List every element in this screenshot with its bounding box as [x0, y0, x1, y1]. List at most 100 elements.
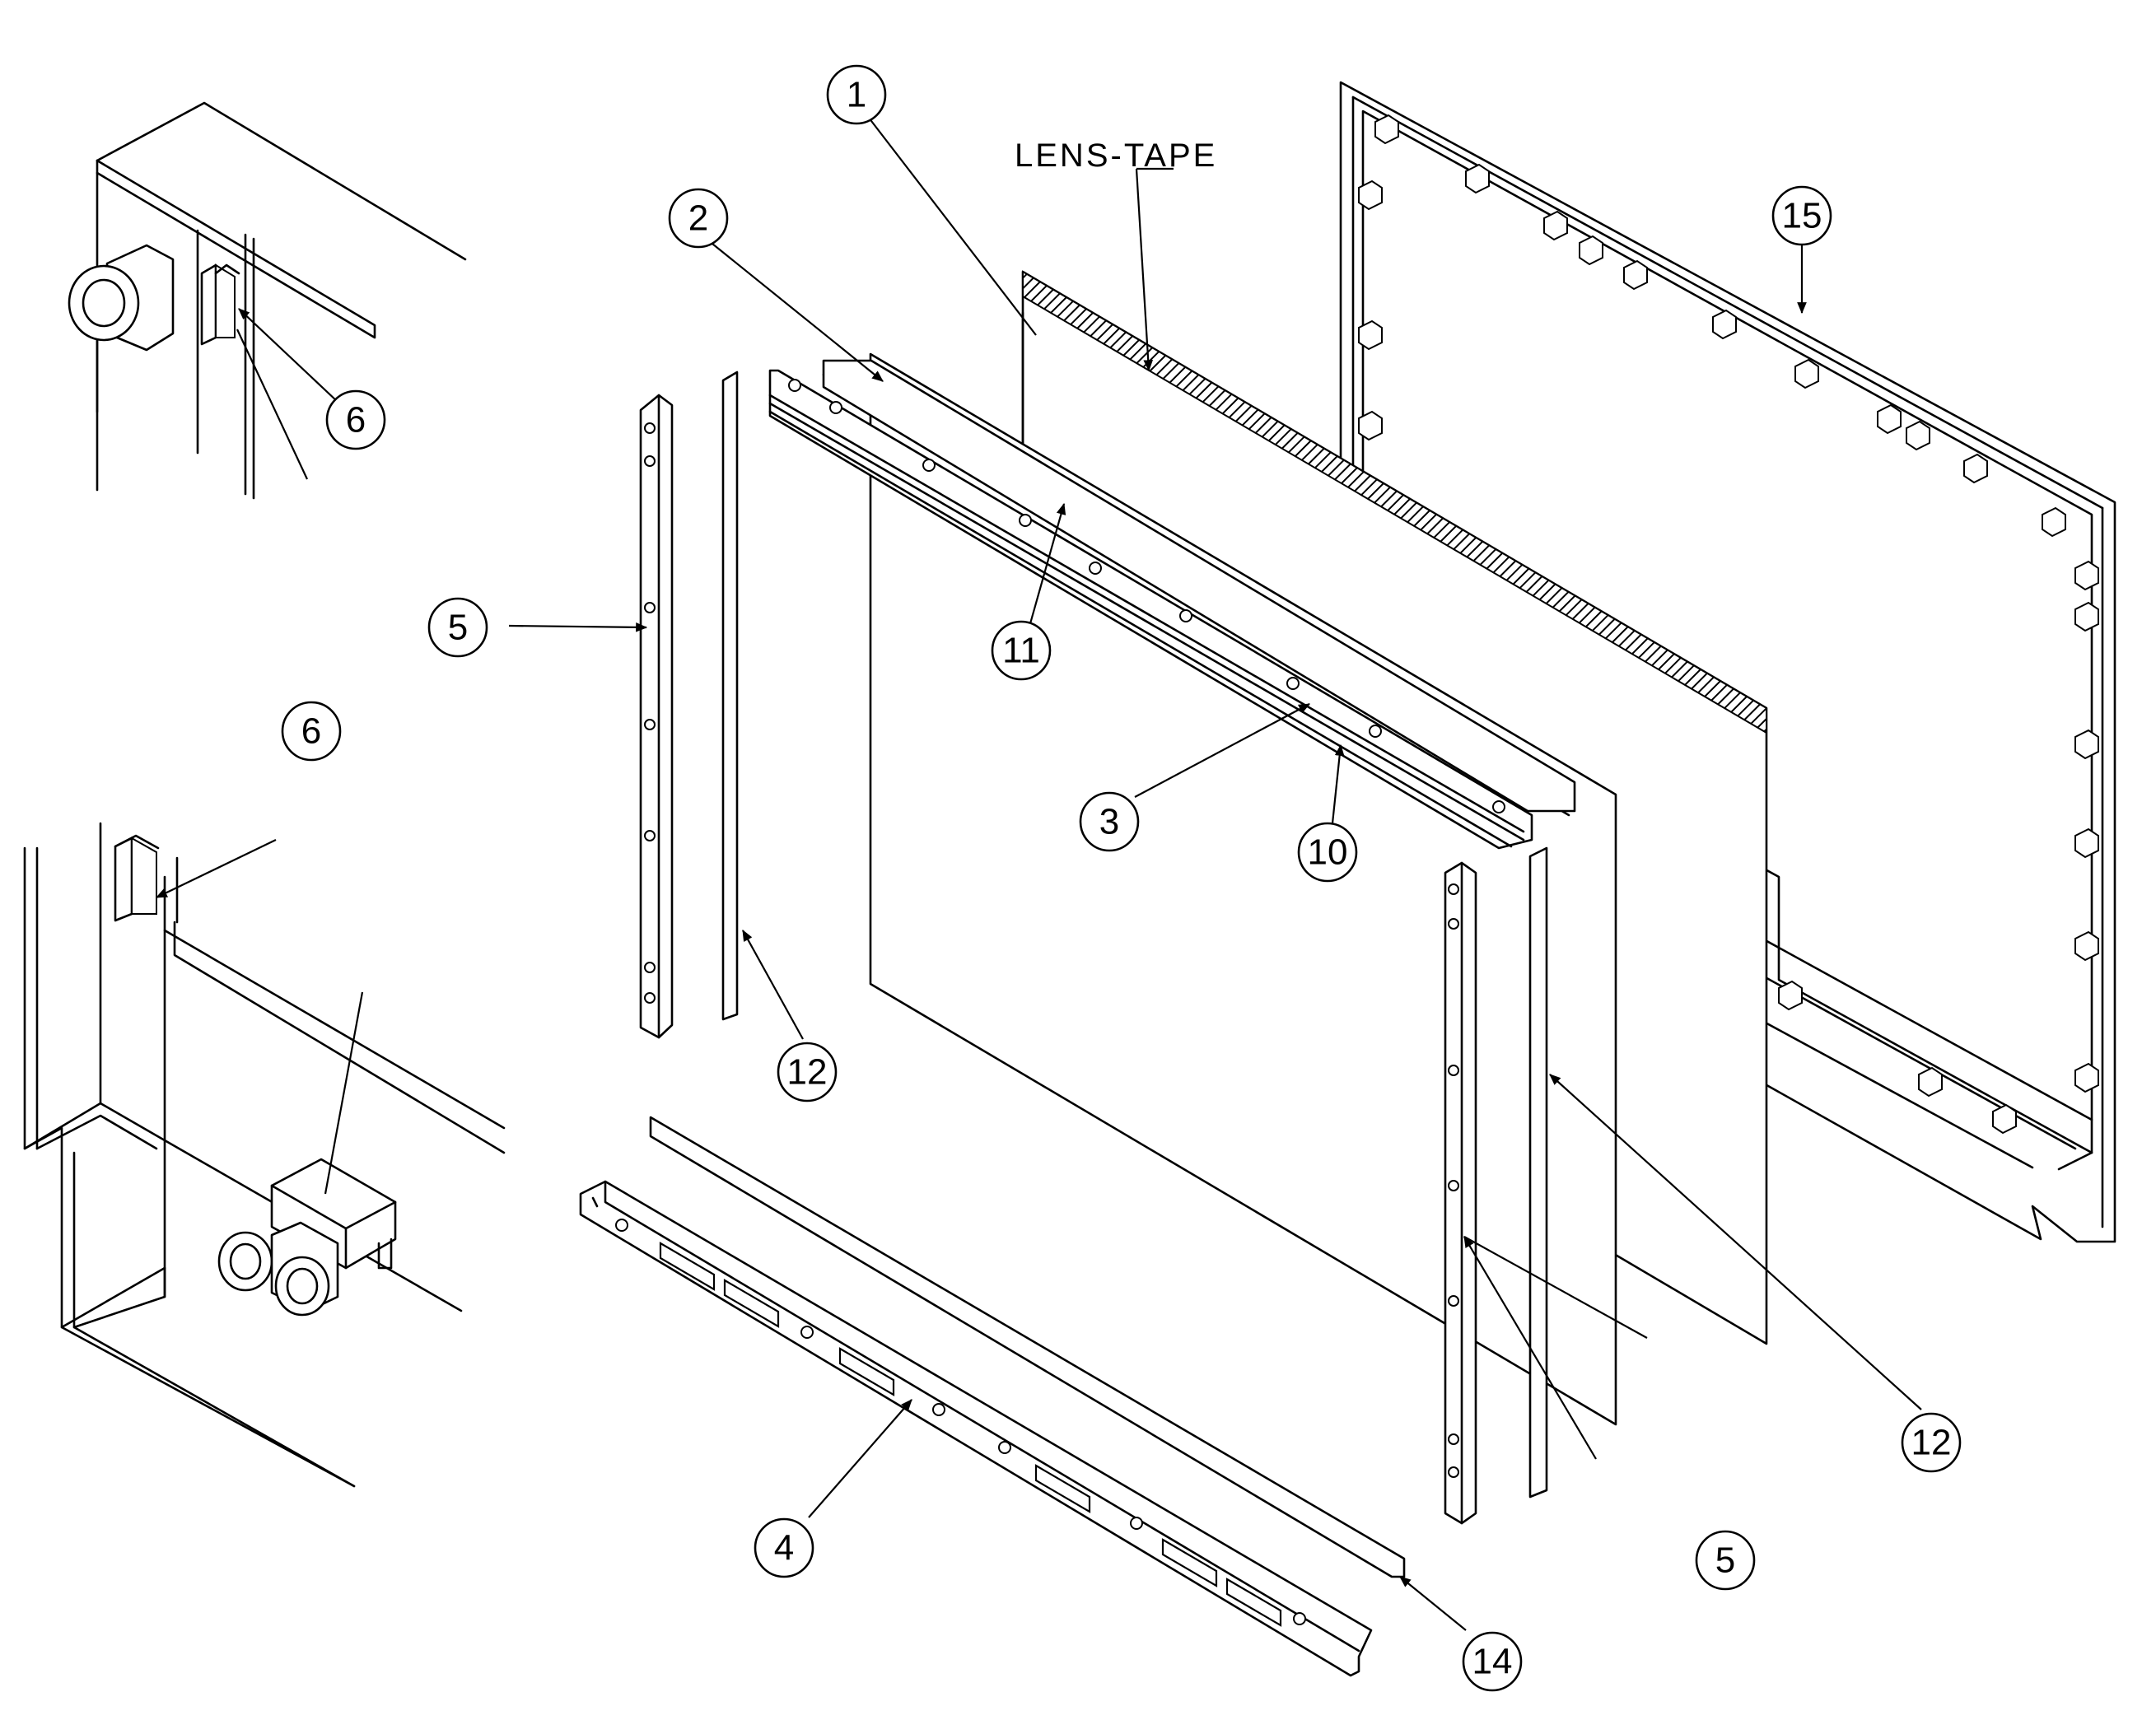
hole	[829, 401, 842, 414]
hole	[644, 602, 656, 613]
frame-clip	[2042, 506, 2066, 538]
callout-4: 4	[754, 1517, 814, 1578]
right-thin-strip	[1528, 846, 1548, 1499]
hole	[644, 830, 656, 841]
hole	[1130, 1517, 1143, 1530]
frame-clip	[1992, 1103, 2017, 1135]
bottom-thin-strip	[649, 1116, 1406, 1578]
left-vertical-bar	[639, 394, 674, 1039]
callout-label: 10	[1308, 832, 1348, 873]
callout-label: 6	[346, 400, 366, 440]
callout-10: 10	[1297, 822, 1358, 883]
hole	[644, 422, 656, 434]
callout-12-right: 12	[1901, 1412, 1962, 1473]
bottom-bracket-holes	[615, 1219, 1306, 1625]
top-strip	[822, 359, 1576, 813]
hole	[922, 459, 936, 472]
left-bar-holes	[644, 422, 656, 1004]
hole	[1369, 725, 1382, 738]
callout-6-bottom: 6	[281, 701, 342, 762]
slot	[838, 1347, 895, 1396]
frame-clip	[1543, 210, 1568, 241]
slot	[1161, 1538, 1218, 1587]
right-vertical-bar	[1444, 861, 1477, 1525]
callout-5-right: 5	[1695, 1530, 1756, 1591]
callout-label: 12	[1911, 1423, 1952, 1463]
callout-6-top: 6	[325, 389, 386, 450]
hole	[1293, 1612, 1306, 1625]
left-thin-strip	[721, 371, 739, 1021]
callout-label: 5	[448, 608, 468, 648]
hole	[1179, 609, 1192, 622]
hole	[615, 1219, 628, 1232]
slot	[723, 1279, 780, 1328]
frame-clip	[2074, 601, 2099, 632]
callout-14: 14	[1462, 1631, 1523, 1692]
callout-3: 3	[1079, 791, 1140, 852]
callout-label: 11	[1002, 631, 1040, 671]
frame-clip	[1712, 309, 1737, 340]
callout-label: 14	[1472, 1642, 1513, 1682]
hole	[1492, 800, 1505, 813]
callout-11: 11	[991, 620, 1052, 681]
right-bar-holes	[1448, 883, 1459, 1478]
frame-clip	[1358, 179, 1383, 211]
hole	[1448, 918, 1459, 930]
frame-clip	[1623, 259, 1648, 291]
hole	[1448, 1180, 1459, 1191]
frame-clip	[2074, 827, 2099, 859]
callout-label: 6	[301, 711, 321, 752]
frame-clip	[1465, 163, 1490, 194]
frame-clip	[1358, 319, 1383, 351]
callout-label: 1	[847, 75, 866, 115]
lens-tape-label: LENS-TAPE	[1015, 138, 1217, 174]
callout-1: 1	[826, 64, 887, 125]
callout-label: 3	[1099, 802, 1119, 842]
frame-clip	[1963, 453, 1988, 484]
slot	[1225, 1578, 1282, 1627]
hole	[788, 379, 801, 392]
detail-view-top	[68, 101, 467, 500]
bottom-bracket-slots	[659, 1242, 1282, 1627]
top-bracket-holes	[788, 379, 1505, 813]
hole	[1448, 1466, 1459, 1478]
frame-clip	[2074, 560, 2099, 591]
hole	[644, 455, 656, 467]
frame-clip	[1358, 410, 1383, 441]
callout-15: 15	[1771, 185, 1832, 246]
frame-clip	[2074, 729, 2099, 760]
frame-clip	[1877, 403, 1902, 435]
callout-12-left: 12	[777, 1042, 838, 1102]
hole	[1448, 883, 1459, 895]
bottom-bracket	[579, 1180, 1373, 1677]
callout-label: 5	[1715, 1541, 1735, 1581]
hole	[1448, 1295, 1459, 1307]
hole	[1448, 1065, 1459, 1076]
hole	[644, 962, 656, 973]
top-bracket	[768, 369, 1533, 850]
hole	[1448, 1433, 1459, 1445]
detail-view-bottom	[23, 822, 506, 1488]
frame-clips	[1358, 114, 2099, 1135]
slot	[1034, 1464, 1091, 1513]
front-frame	[1339, 81, 2116, 1243]
hole	[932, 1403, 945, 1416]
hole	[1019, 514, 1032, 527]
frame-clip	[1579, 235, 1603, 266]
frame-clip	[1906, 420, 1930, 451]
hole	[644, 992, 656, 1004]
callout-label: 15	[1782, 196, 1822, 236]
hole	[1286, 677, 1300, 690]
frame-clip	[1374, 114, 1399, 145]
frame-clip	[2074, 1062, 2099, 1093]
hole	[998, 1441, 1011, 1454]
callout-label: 4	[774, 1528, 794, 1569]
hole	[1089, 562, 1102, 575]
callout-label: 2	[688, 198, 708, 239]
frame-clip	[1918, 1066, 1943, 1098]
leader-lines	[508, 106, 1922, 1631]
callout-2: 2	[668, 188, 729, 249]
frame-clip	[1778, 980, 1803, 1011]
